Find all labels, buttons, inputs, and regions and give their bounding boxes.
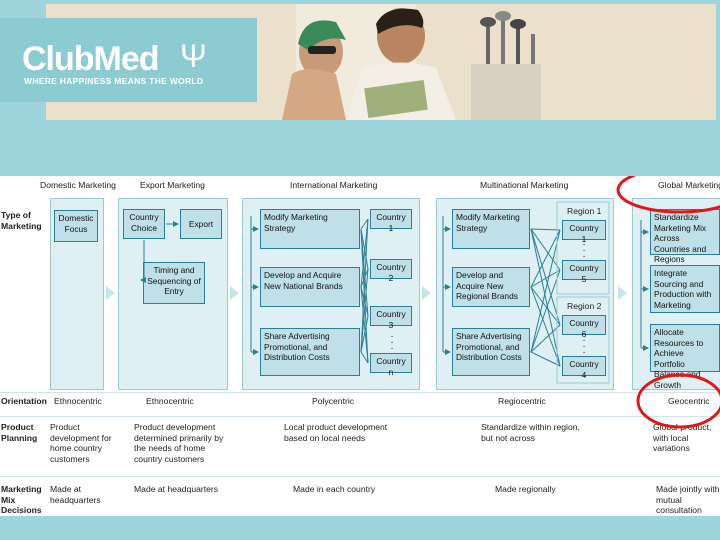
highlight-oval-global [616,176,720,214]
box-global-standardize: Standardize Marketing Mix Across Countri… [650,209,720,264]
box-intl-country: Country 1 [370,209,412,233]
row-label-orientation: Orientation [1,396,47,406]
box-multi-share: Share Advertising Promotional, and Distr… [452,328,530,376]
orientation-global: Geocentric [668,396,710,406]
mix-export: Made at headquarters [134,484,219,494]
box-multi-country: Country 6 [562,315,606,339]
region-1-label: Region 1 [567,206,602,216]
orientation-multinational: Regiocentric [498,396,546,406]
box-intl-develop: Develop and Acquire New National Brands [260,267,360,307]
flow-arrow [106,286,115,300]
box-multi-modify: Modify Marketing Strategy [452,209,530,249]
banner: ClubMed Ψ WHERE HAPPINESS MEANS THE WORL… [0,0,720,120]
trident-icon: Ψ [180,38,207,74]
logo-wordmark: ClubMed [22,40,160,78]
mix-international: Made in each country [293,484,376,494]
ellipsis-icon: ··· [582,239,586,262]
region-2-label: Region 2 [567,301,602,311]
stage-international: International Marketing [290,180,378,190]
box-intl-share: Share Advertising Promotional, and Distr… [260,328,360,376]
product-domestic: Product development for home country cus… [50,422,112,464]
ellipsis-icon: ··· [390,331,394,354]
highlight-oval-geocentric [636,373,720,429]
product-multinational: Standardize within region, but not acros… [481,422,580,443]
mix-domestic: Made at headquarters [50,484,101,505]
logo-tagline: WHERE HAPPINESS MEANS THE WORLD [24,76,204,86]
box-country-choice: Country Choice [123,209,165,239]
logo-panel: ClubMed Ψ WHERE HAPPINESS MEANS THE WORL… [0,18,257,102]
box-export: Export [180,209,222,239]
stage-global: Global Marketing [658,180,720,190]
divider [0,416,720,417]
box-global-integrate: Integrate Sourcing and Production with M… [650,265,720,313]
stage-multinational: Multinational Marketing [480,180,569,190]
box-intl-country: Country 2 [370,259,412,283]
box-multi-country: Country 5 [562,260,606,284]
flow-arrow [422,286,431,300]
box-intl-country: Country n [370,353,412,377]
orientation-domestic: Ethnocentric [54,396,102,406]
box-intl-country: Country 3 [370,306,412,330]
row-label-mix: Marketing Mix Decisions [1,484,42,515]
orientation-international: Polycentric [312,396,355,406]
highlight-annotations [616,176,720,429]
connector-lines [140,201,649,384]
divider [0,476,720,477]
row-label-product: Product Planning [1,422,38,443]
mix-multinational: Made regionally [495,484,556,494]
stage-domestic: Domestic Marketing [40,180,116,190]
box-multi-country: Country 1 [562,220,606,244]
mix-global: Made jointly with mutual consultation [656,484,720,515]
box-multi-develop: Develop and Acquire New Regional Brands [452,267,530,307]
ellipsis-icon: ··· [582,335,586,358]
flow-arrow [230,286,239,300]
box-timing-sequencing: Timing and Sequencing of Entry [143,262,205,304]
divider [0,392,720,393]
flow-arrow [618,286,627,300]
row-label-type: Type of Marketing [1,210,42,231]
product-international: Local product development based on local… [284,422,388,443]
stage-export: Export Marketing [140,180,205,190]
marketing-evolution-diagram: Domestic Marketing Export Marketing Inte… [0,176,720,516]
orientation-export: Ethnocentric [146,396,194,406]
box-domestic-focus: Domestic Focus [54,210,98,242]
box-intl-modify: Modify Marketing Strategy [260,209,360,249]
box-multi-country: Country 4 [562,356,606,380]
product-export: Product development determined primarily… [134,422,224,464]
